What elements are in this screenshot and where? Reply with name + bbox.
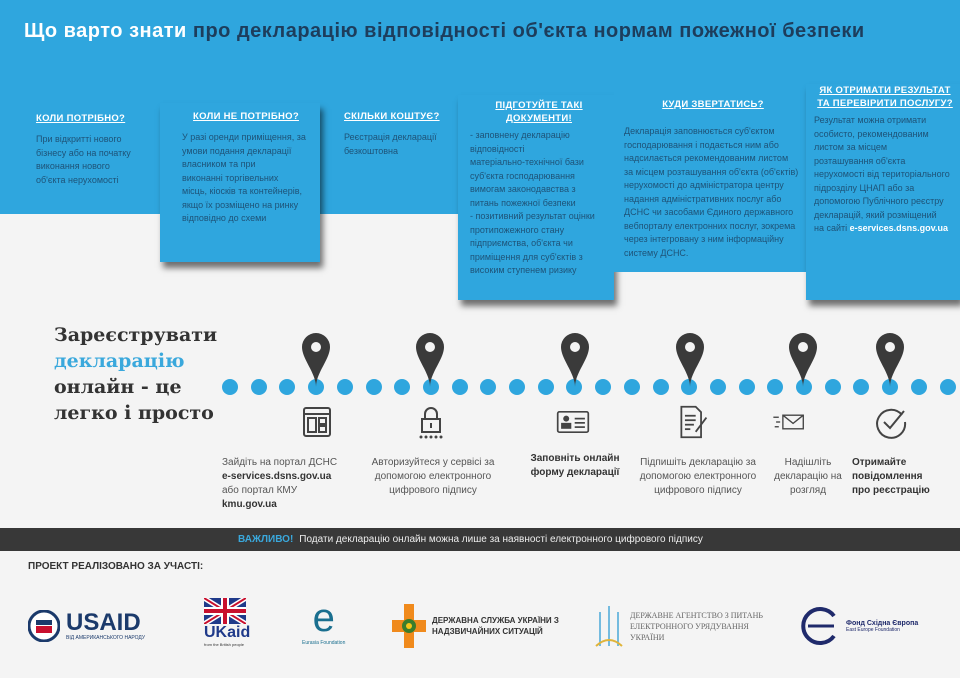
id-card-icon bbox=[556, 410, 590, 434]
timeline-dot bbox=[509, 379, 525, 395]
partners-label: ПРОЕКТ РЕАЛІЗОВАНО ЗА УЧАСТІ: bbox=[28, 561, 204, 572]
timeline-dot bbox=[480, 379, 497, 395]
usaid-seal-icon bbox=[28, 610, 60, 642]
map-pin-icon bbox=[561, 333, 589, 387]
warning-bar: ВАЖЛИВО!Подати декларацію онлайн можна л… bbox=[0, 528, 960, 551]
timeline-dot bbox=[882, 379, 899, 395]
map-pin-icon bbox=[676, 333, 704, 387]
card-cost: СКІЛЬКИ КОШТУЄ?Реєстрація декларації без… bbox=[344, 111, 440, 156]
dsns-portal-link[interactable]: e-services.dsns.gov.ua bbox=[222, 471, 332, 482]
egov-agency-logo: ДЕРЖАВНЕ АГЕНТСТВО З ПИТАНЬ ЕЛЕКТРОННОГО… bbox=[594, 598, 770, 654]
timeline-dot bbox=[623, 379, 640, 395]
timeline-dot bbox=[422, 379, 439, 395]
timeline-dot bbox=[250, 379, 267, 395]
egov-emblem-icon bbox=[595, 606, 623, 647]
card-where-to-apply: КУДИ ЗВЕРТАТИСЬ?Декларація заповнюється … bbox=[614, 80, 806, 272]
eef-e-icon bbox=[801, 607, 836, 645]
timeline-dot bbox=[451, 379, 468, 395]
page-title: Що варто знати про декларацію відповідно… bbox=[24, 20, 865, 42]
timeline-dot bbox=[336, 379, 353, 395]
dsns-link[interactable]: e-services.dsns.gov.ua bbox=[849, 223, 949, 233]
timeline-dot bbox=[939, 379, 956, 395]
ukaid-logo: UKaid from the British people bbox=[204, 598, 250, 654]
timeline-dot bbox=[652, 379, 669, 395]
timeline-dot bbox=[738, 379, 755, 395]
eurasia-e-icon: e bbox=[312, 596, 335, 640]
map-pin-icon bbox=[302, 333, 330, 387]
card-when-needed: КОЛИ ПОТРІБНО?При відкритті нового бізне… bbox=[36, 113, 131, 185]
step-fill-form: Заповніть онлайн форму декларації bbox=[530, 453, 620, 478]
lock-icon bbox=[419, 407, 443, 439]
send-mail-icon bbox=[773, 414, 804, 430]
map-pin-icon bbox=[876, 333, 904, 387]
timeline-dot bbox=[595, 379, 612, 395]
timeline-dot bbox=[796, 379, 812, 395]
eurasia-logo: e Eurasia Foundation bbox=[302, 596, 346, 646]
map-pin-icon bbox=[416, 333, 444, 387]
timeline-dot bbox=[709, 379, 726, 395]
timeline-dot bbox=[853, 379, 870, 395]
sign-document-icon bbox=[680, 405, 708, 439]
step-authorize: Авторизуйтеся у сервісі за допомогою еле… bbox=[371, 457, 495, 496]
timeline-dot bbox=[767, 379, 784, 395]
map-pin-icon bbox=[789, 333, 817, 387]
checkmark-icon bbox=[876, 408, 907, 439]
card-get-result: ЯК ОТРИМАТИ РЕЗУЛЬТАТ ТА ПЕРЕВІРИТИ ПОСЛ… bbox=[806, 84, 960, 300]
browser-window-icon bbox=[303, 407, 331, 437]
timeline-dot bbox=[394, 379, 411, 395]
timeline-dot bbox=[365, 379, 382, 395]
card-when-not-needed: КОЛИ НЕ ПОТРІБНО?У разі оренди приміщенн… bbox=[160, 103, 320, 262]
step-send: Надішліть декларацію на розгляд bbox=[774, 457, 842, 496]
timeline-dot bbox=[566, 379, 583, 395]
timeline-dot bbox=[824, 379, 841, 395]
online-headline: Зареєструвати декларацію онлайн - це лег… bbox=[54, 324, 218, 424]
step-sign: Підпишіть декларацію за допомогою електр… bbox=[639, 457, 757, 496]
card-documents: ПІДГОТУЙТЕ ТАКІ ДОКУМЕНТИ!- заповнену де… bbox=[458, 95, 614, 300]
dsns-emblem-icon bbox=[392, 604, 426, 648]
dsns-logo: ДЕРЖАВНА СЛУЖБА УКРАЇНИ З НАДЗВИЧАЙНИХ С… bbox=[392, 598, 582, 654]
kmu-portal-link[interactable]: kmu.gov.ua bbox=[222, 499, 277, 510]
timeline-dot bbox=[222, 379, 238, 395]
timeline-dot bbox=[910, 379, 927, 395]
timeline-dot bbox=[308, 379, 325, 395]
timeline-dot bbox=[681, 379, 698, 395]
timeline-dot bbox=[537, 379, 554, 395]
union-jack-icon bbox=[204, 598, 246, 624]
step-receive: Отримайте повідомлення про реєстрацію bbox=[852, 457, 930, 496]
timeline-dot bbox=[279, 379, 296, 395]
